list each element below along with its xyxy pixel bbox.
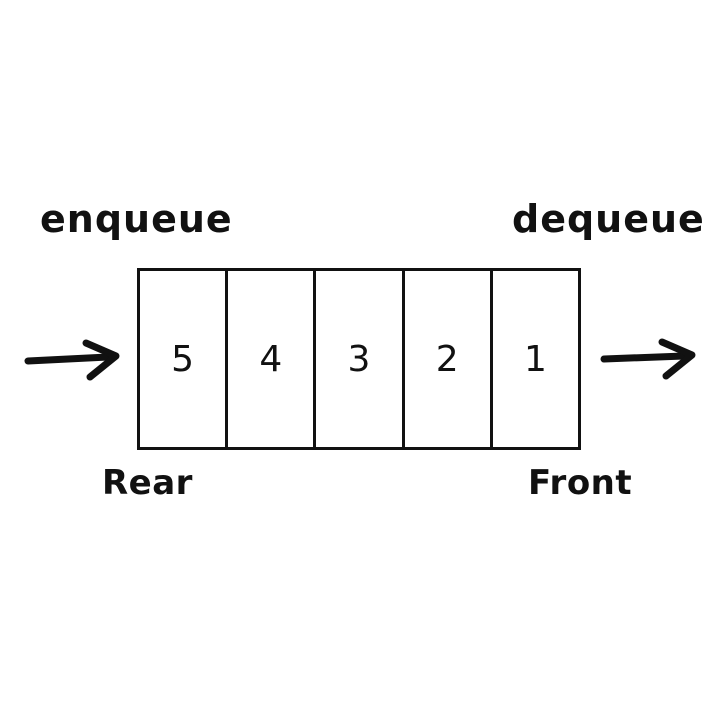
enqueue-label: enqueue [40, 197, 233, 241]
queue-cell: 1 [523, 338, 547, 380]
queue-box: 5 4 3 2 1 [137, 268, 581, 450]
queue-cell: 2 [405, 271, 493, 447]
enqueue-arrow-icon [24, 339, 120, 381]
dequeue-label: dequeue [512, 197, 705, 241]
dequeue-arrow-icon [600, 338, 696, 380]
queue-cell: 5 [140, 271, 229, 447]
front-label: Front [528, 463, 633, 503]
rear-label: Rear [102, 463, 193, 503]
queue-cell: 4 [228, 271, 317, 447]
queue-cell: 3 [316, 271, 405, 447]
